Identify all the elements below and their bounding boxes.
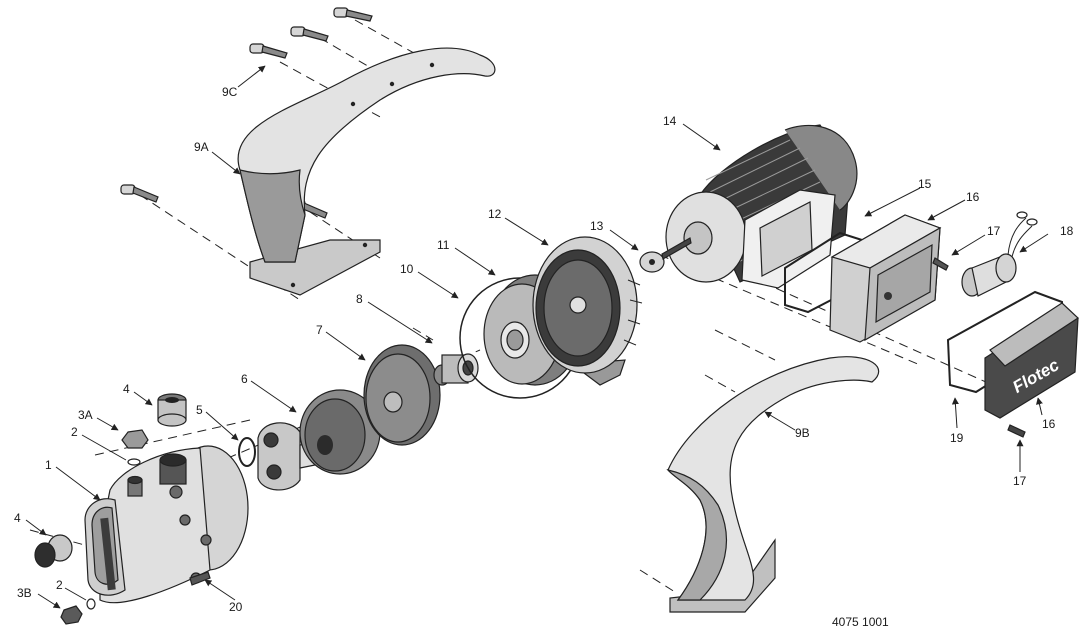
callout-2-top: 2 [71,425,78,439]
fitting-4-side [34,534,73,568]
callout-17-top: 17 [987,224,1001,238]
callout-13: 13 [590,219,604,233]
callout-7: 7 [316,323,323,337]
callout-9c: 9C [222,85,238,99]
bolt-9c-lower [249,43,288,59]
callout-9a: 9A [194,140,209,154]
callout-8: 8 [356,292,363,306]
bolt-9c-middle [290,26,329,42]
callout-2-bottom: 2 [56,578,63,592]
housing-bolt-20 [189,571,211,586]
bolt-base-left [120,184,159,203]
handle-bracket-9a [237,47,496,296]
callout-1: 1 [45,458,52,472]
callout-19: 19 [950,431,964,445]
callout-4-side: 4 [14,511,21,525]
screw-17-top [932,257,949,271]
callout-6: 6 [241,372,248,386]
callout-20: 20 [229,600,243,614]
o-ring-5 [238,437,256,467]
motor-bracket-12 [532,236,643,386]
callout-3b: 3B [17,586,32,600]
callout-5: 5 [196,403,203,417]
shaft-seal-8 [433,353,479,386]
o-ring-2-top [127,458,141,466]
callout-12: 12 [488,207,502,221]
leader-lines [25,65,1049,609]
impeller-7 [363,344,441,446]
callout-10: 10 [400,262,414,276]
diffuser-6 [257,389,381,491]
motor-14 [661,124,858,289]
bolt-9c-top [333,7,373,22]
callout-labels: 9C 9A 12 11 10 8 7 6 5 4 3A 2 1 4 2 3B 2… [14,85,1074,614]
plug-3b [60,605,83,625]
callout-17-bottom: 17 [1013,474,1027,488]
callout-4-top: 4 [123,382,130,396]
callout-16-bottom: 16 [1042,417,1056,431]
callout-18: 18 [1060,224,1074,238]
plug-3a [121,429,149,449]
callout-16-top: 16 [966,190,980,204]
o-ring-2-bottom [86,598,96,610]
capacitor-18 [961,211,1038,297]
fitting-4-top [157,393,187,427]
callout-3a: 3A [78,408,93,422]
screw-17-bottom [1007,424,1026,438]
terminal-box-16 [829,214,942,343]
callout-15: 15 [918,177,932,191]
terminal-cover-16: Flotec [984,302,1079,419]
callout-9b: 9B [795,426,810,440]
callout-14: 14 [663,114,677,128]
callout-11: 11 [437,238,450,252]
pump-housing-1 [84,445,249,604]
slinger-washer-13 [639,251,665,273]
stand-bracket-9b [666,356,880,613]
drawing-number: 4075 1001 [832,615,889,629]
